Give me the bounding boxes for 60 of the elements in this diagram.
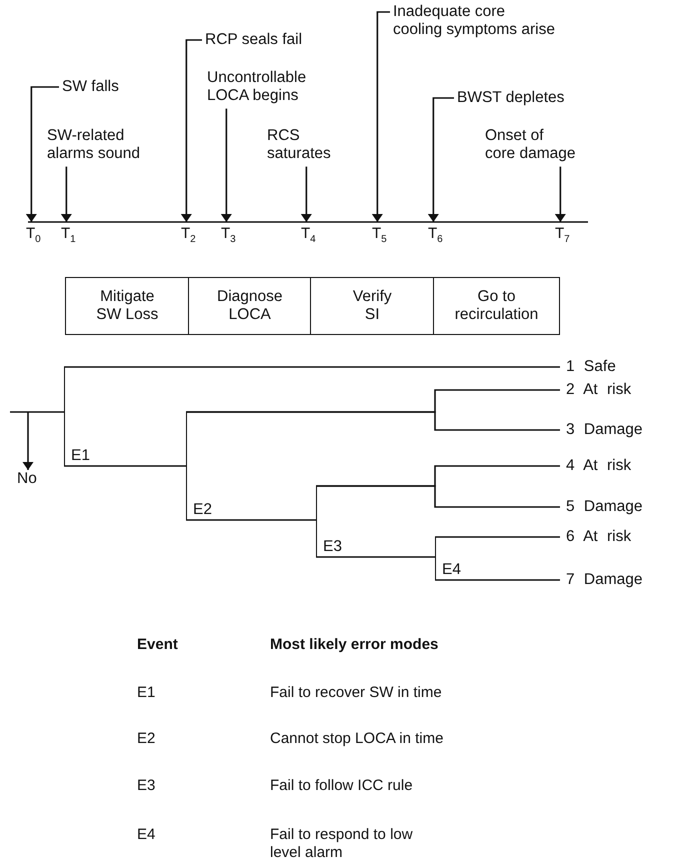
error-mode-text: Fail to recover SW in time: [270, 684, 443, 702]
phase-box: Mitigate SW Loss: [65, 277, 190, 335]
outcome-label: 5 Damage: [560, 498, 685, 516]
table-header: Most likely error modes: [270, 636, 440, 654]
branch-label: E4: [442, 561, 461, 579]
branch-line: [316, 556, 435, 558]
error-mode-text: Cannot stop LOCA in time: [270, 730, 444, 748]
outcome-label: 4 At risk: [560, 457, 685, 475]
error-mode-text: Fail to follow ICC rule: [270, 777, 414, 795]
arrow: [554, 166, 566, 222]
event-id: E2: [137, 730, 156, 748]
error-mode-text: Fail to respond to low level alarm: [270, 826, 414, 862]
arrow: [60, 166, 72, 222]
outcome-label: 1 Safe: [560, 358, 685, 376]
event-label: SW falls: [62, 78, 157, 96]
branch-label: No: [17, 470, 37, 488]
branch-line: [186, 411, 560, 431]
phase-box: Diagnose LOCA: [188, 277, 312, 335]
outcome-label: 6 At risk: [560, 528, 685, 546]
branch-line: [64, 366, 560, 368]
arrow: [22, 412, 34, 470]
branch-line: [316, 485, 560, 508]
event-id: E3: [137, 777, 156, 795]
time-label: T$_{6}$: [428, 225, 443, 246]
outcome-label: 3 Damage: [560, 421, 685, 439]
event-label: BWST depletes: [457, 89, 597, 107]
phase-box: Verify SI: [310, 277, 434, 335]
event-label: RCS saturates: [267, 127, 342, 163]
arrow: [300, 166, 312, 222]
branch-line: [64, 465, 186, 467]
branch-label: E3: [323, 538, 342, 556]
outcome-label: 7 Damage: [560, 571, 685, 589]
time-label: T$_{3}$: [221, 225, 236, 246]
branch-line: [10, 411, 64, 413]
branch-line: [435, 536, 560, 538]
time-label: T$_{0}$: [26, 225, 41, 246]
phase-box: Go to recirculation: [433, 277, 560, 335]
event-id: E1: [137, 684, 156, 702]
arrow: [428, 97, 454, 222]
arrow: [26, 86, 59, 222]
event-id: E4: [137, 826, 156, 844]
event-label: Inadequate core cooling symptoms arise: [393, 3, 573, 39]
arrow: [372, 11, 390, 222]
outcome-label: 2 At risk: [560, 381, 685, 399]
event-label: SW-related alarms sound: [47, 127, 157, 163]
branch-label: E2: [193, 501, 212, 519]
event-label: Uncontrollable LOCA begins: [207, 69, 319, 105]
time-label: T$_{1}$: [61, 225, 76, 246]
time-label: T$_{5}$: [372, 225, 387, 246]
time-label: T$_{4}$: [301, 225, 316, 246]
event-label: RCP seals fail: [205, 31, 345, 49]
time-label: T$_{2}$: [181, 225, 196, 246]
branch-line: [186, 519, 316, 521]
table-header: Event: [137, 636, 178, 654]
branch-line: [435, 579, 560, 581]
arrow: [180, 39, 202, 222]
time-label: T$_{7}$: [555, 225, 570, 246]
branch-label: E1: [71, 447, 90, 465]
arrow: [220, 108, 232, 222]
event-label: Onset of core damage: [485, 127, 605, 163]
